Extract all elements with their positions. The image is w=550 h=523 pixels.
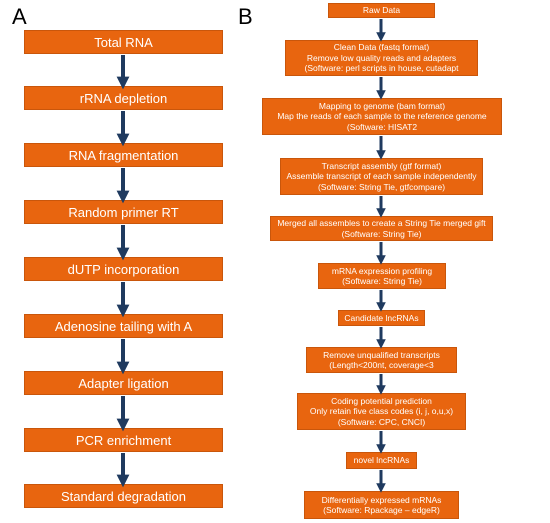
step-total-rna: Total RNA: [24, 30, 223, 54]
step-pcr-enrichment: PCR enrichment: [24, 428, 223, 452]
step-raw-data: Raw Data: [328, 3, 435, 18]
panel-b-label: B: [238, 4, 253, 29]
step-differentially-expressed-mrnas: Differentially expressed mRNAs (Software…: [304, 491, 459, 519]
step-merged-assembles: Merged all assembles to create a String …: [270, 216, 493, 241]
step-adapter-ligation: Adapter ligation: [24, 371, 223, 395]
step-mrna-expression-profiling: mRNA expression profiling (Software: Str…: [318, 263, 446, 289]
step-standard-degradation: Standard degradation: [24, 484, 223, 508]
panel-a-label: A: [12, 4, 27, 29]
step-mapping-to-genome: Mapping to genome (bam format) Map the r…: [262, 98, 502, 135]
step-rna-fragmentation: RNA fragmentation: [24, 143, 223, 167]
step-remove-unqualified: Remove unqualified transcripts (Length<2…: [306, 347, 457, 373]
